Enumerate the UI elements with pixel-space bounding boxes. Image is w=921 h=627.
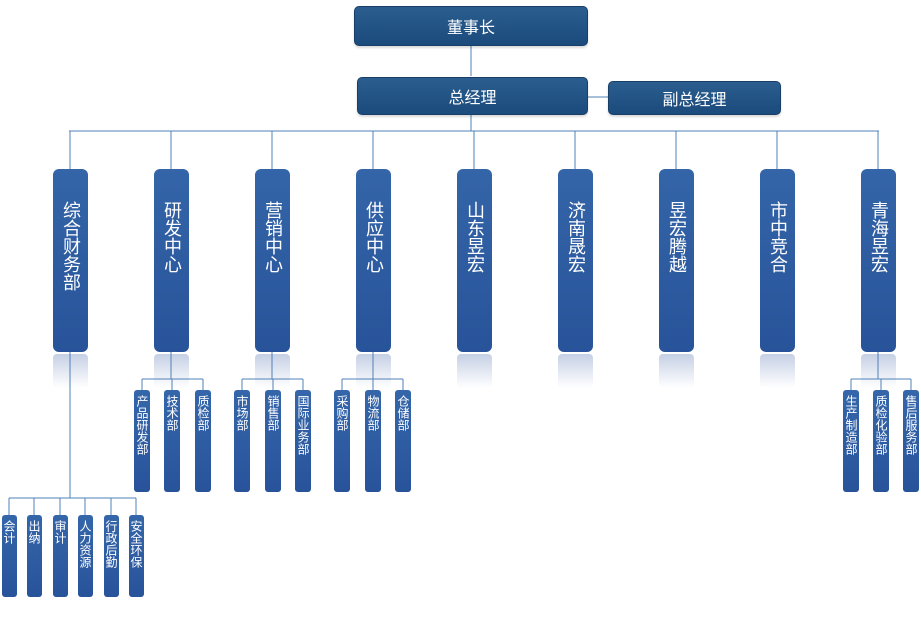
sub-department-label: 审计	[53, 520, 67, 544]
sub-department-box[interactable]: 出纳	[26, 515, 42, 597]
department-label: 山东昱宏	[464, 201, 485, 273]
sub-department-label: 质检部	[196, 395, 210, 431]
sub-department-box[interactable]: 国际业务部	[295, 390, 311, 492]
sub-department-box[interactable]: 仓储部	[395, 390, 411, 492]
department-label: 济南晟宏	[565, 201, 586, 273]
sub-department-label: 出纳	[27, 520, 41, 544]
department-box-8[interactable]: 市中竞合	[759, 169, 795, 352]
sub-department-box[interactable]: 采购部	[334, 390, 350, 492]
department-label: 综合财务部	[60, 201, 81, 291]
department-box-7[interactable]: 昱宏腾越	[658, 169, 694, 352]
sub-department-label: 技术部	[165, 395, 179, 431]
department-reflection	[52, 354, 88, 388]
department-reflection	[355, 354, 391, 388]
sub-department-box[interactable]: 质检化验部	[873, 390, 889, 492]
department-label: 青海昱宏	[868, 201, 889, 273]
chairman-box[interactable]: 董事长	[354, 6, 588, 46]
sub-department-label: 人力资源	[78, 520, 92, 568]
sub-department-box[interactable]: 物流部	[365, 390, 381, 492]
sub-department-label: 安全环保	[129, 520, 143, 568]
department-box-2[interactable]: 研发中心	[153, 169, 189, 352]
department-label: 市中竞合	[767, 201, 788, 273]
sub-department-box[interactable]: 人力资源	[77, 515, 93, 597]
sub-department-box[interactable]: 销售部	[265, 390, 281, 492]
department-box-4[interactable]: 供应中心	[355, 169, 391, 352]
sub-department-label: 物流部	[366, 395, 380, 431]
sub-department-label: 销售部	[266, 395, 280, 431]
sub-department-label: 产品研发部	[135, 395, 149, 455]
department-reflection	[254, 354, 290, 388]
department-label: 昱宏腾越	[666, 201, 687, 273]
sub-department-label: 仓储部	[396, 395, 410, 431]
sub-department-box[interactable]: 审计	[52, 515, 68, 597]
sub-department-box[interactable]: 技术部	[164, 390, 180, 492]
department-reflection	[759, 354, 795, 388]
department-label: 供应中心	[363, 201, 384, 273]
sub-department-label: 质检化验部	[874, 395, 888, 455]
sub-department-box[interactable]: 生产制造部	[843, 390, 859, 492]
sub-department-label: 市场部	[235, 395, 249, 431]
general-manager-box[interactable]: 总经理	[357, 77, 588, 115]
chairman-label: 董事长	[446, 18, 495, 37]
sub-department-box[interactable]: 市场部	[234, 390, 250, 492]
department-box-1[interactable]: 综合财务部	[52, 169, 88, 352]
sub-department-box[interactable]: 会计	[1, 515, 17, 597]
sub-department-label: 行政后勤	[104, 520, 118, 568]
sub-department-box[interactable]: 产品研发部	[134, 390, 150, 492]
general-manager-label: 总经理	[448, 88, 497, 107]
sub-department-label: 会计	[2, 520, 16, 544]
department-reflection	[456, 354, 492, 388]
deputy-general-manager-label: 副总经理	[662, 90, 727, 109]
sub-department-box[interactable]: 质检部	[195, 390, 211, 492]
sub-department-label: 国际业务部	[296, 395, 310, 455]
deputy-general-manager-box[interactable]: 副总经理	[608, 81, 781, 115]
department-reflection	[557, 354, 593, 388]
sub-department-box[interactable]: 售后服务部	[903, 390, 919, 492]
department-label: 研发中心	[161, 201, 182, 273]
sub-department-label: 生产制造部	[844, 395, 858, 455]
department-box-5[interactable]: 山东昱宏	[456, 169, 492, 352]
department-reflection	[860, 354, 896, 388]
department-box-3[interactable]: 营销中心	[254, 169, 290, 352]
department-box-9[interactable]: 青海昱宏	[860, 169, 896, 352]
department-reflection	[153, 354, 189, 388]
department-label: 营销中心	[262, 201, 283, 273]
department-box-6[interactable]: 济南晟宏	[557, 169, 593, 352]
sub-department-label: 采购部	[335, 395, 349, 431]
department-reflection	[658, 354, 694, 388]
sub-department-box[interactable]: 安全环保	[128, 515, 144, 597]
sub-department-box[interactable]: 行政后勤	[103, 515, 119, 597]
sub-department-label: 售后服务部	[904, 395, 918, 455]
